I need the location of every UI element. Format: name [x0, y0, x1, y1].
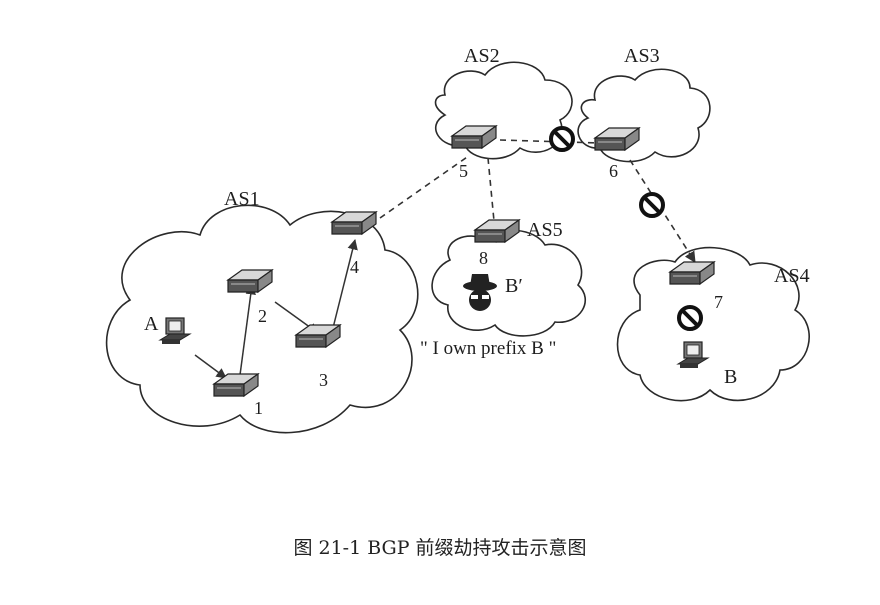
as2-label: AS2: [464, 45, 500, 67]
router-1-label: 1: [254, 398, 263, 418]
figure-caption: 图 21-1 BGP 前缀劫持攻击示意图: [293, 537, 587, 559]
as1-cloud: [105, 204, 419, 434]
link-1-2: [239, 283, 256, 376]
blocked-sign-as2-as3: [549, 126, 575, 152]
router-6-label: 6: [609, 161, 618, 181]
router-2-label: 2: [258, 306, 267, 326]
router-7-label: 7: [714, 292, 723, 312]
host-a-label: A: [144, 313, 159, 335]
attacker-label: B′: [505, 275, 523, 297]
as4-label: AS4: [774, 265, 810, 287]
router-8-label: 8: [479, 248, 488, 268]
link-a-1: [194, 354, 227, 379]
hijack-claim-text: " I own prefix B ": [420, 338, 556, 359]
attacker-spy-icon: [463, 274, 497, 311]
as5-label: AS5: [527, 219, 563, 241]
link-5-6: [499, 139, 601, 144]
router-4-label: 4: [350, 257, 359, 277]
host-b-label: B: [724, 366, 737, 388]
blocked-sign-as4: [677, 305, 703, 331]
link-4-5: [379, 154, 471, 219]
router-3-label: 3: [319, 370, 328, 390]
as3-label: AS3: [624, 45, 660, 67]
as1-label: AS1: [224, 188, 260, 210]
link-3-4: [332, 238, 358, 329]
blocked-sign-as3-as4: [639, 192, 665, 218]
router-5-label: 5: [459, 161, 468, 181]
